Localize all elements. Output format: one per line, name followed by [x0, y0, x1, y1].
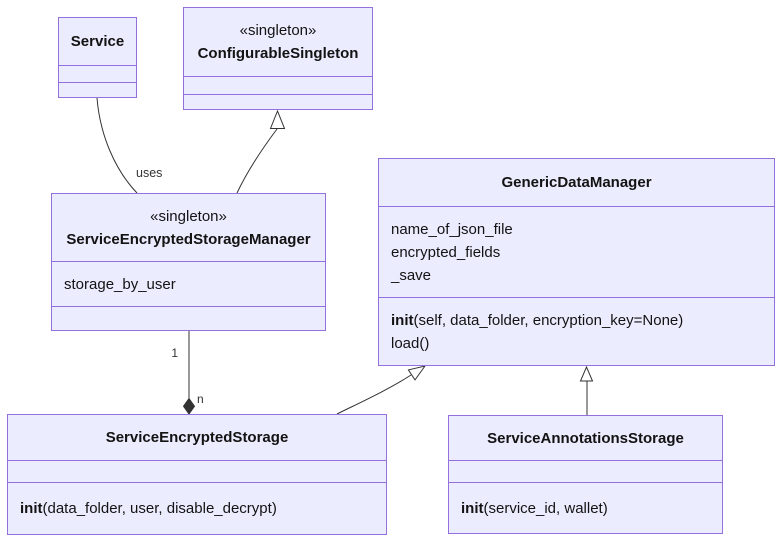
method-signature: load() — [391, 334, 430, 352]
class-service: Service — [58, 17, 137, 98]
class-name: ServiceAnnotationsStorage — [487, 429, 684, 447]
method: load() — [379, 332, 774, 355]
class-stereotype: «singleton» — [150, 207, 227, 225]
generalization-arrowhead-gdm-left — [407, 365, 427, 381]
generalization-edge-manager-to-singleton — [236, 128, 278, 194]
methods-compartment: init(data_folder, user, disable_decrypt) — [8, 482, 386, 534]
class-name: GenericDataManager — [501, 174, 652, 191]
method: init(self, data_folder, encryption_key=N… — [379, 309, 774, 332]
class-configurable-singleton: «singleton» ConfigurableSingleton — [183, 7, 373, 110]
class-service-encrypted-storage: ServiceEncryptedStorage init(data_folder… — [7, 414, 387, 535]
class-generic-data-manager: GenericDataManager name_of_json_file enc… — [378, 158, 775, 366]
class-title: «singleton» ConfigurableSingleton — [184, 8, 372, 76]
class-name: ServiceEncryptedStorageManager — [66, 230, 311, 248]
generalization-arrowhead-singleton — [269, 109, 286, 129]
attributes-compartment — [8, 460, 386, 482]
method-signature: (data_folder, user, disable_decrypt) — [42, 500, 277, 517]
class-name: Service — [70, 33, 125, 50]
method-signature: (service_id, wallet) — [483, 499, 608, 517]
methods-compartment: init(self, data_folder, encryption_key=N… — [379, 297, 774, 365]
attribute: encrypted_fields — [391, 243, 501, 261]
uses-association-edge — [96, 97, 138, 194]
attribute: _save — [391, 266, 432, 284]
class-service-annotations-storage: ServiceAnnotationsStorage init(service_i… — [448, 415, 723, 534]
class-title: ServiceAnnotationsStorage — [449, 416, 722, 460]
multiplicity-n-label: n — [197, 392, 204, 406]
class-title: GenericDataManager — [379, 159, 774, 206]
uses-label: uses — [136, 166, 162, 180]
generalization-edge-encrypted-to-gdm — [336, 374, 412, 415]
attributes-compartment: name_of_json_file encrypted_fields _save — [379, 206, 774, 297]
attribute: name_of_json_file — [391, 220, 513, 238]
attributes-compartment: storage_by_user — [52, 261, 325, 306]
class-stereotype: «singleton» — [239, 22, 317, 39]
class-title: Service — [59, 18, 136, 65]
multiplicity-1-label: 1 — [171, 346, 178, 360]
methods-compartment — [59, 82, 136, 97]
methods-compartment: init(service_id, wallet) — [449, 482, 722, 533]
class-service-encrypted-storage-manager: «singleton» ServiceEncryptedStorageManag… — [51, 193, 326, 331]
method-name: init — [391, 311, 414, 329]
methods-compartment — [52, 306, 325, 330]
method: init(service_id, wallet) — [449, 497, 722, 520]
method-signature: (self, data_folder, encryption_key=None) — [413, 311, 684, 329]
class-title: «singleton» ServiceEncryptedStorageManag… — [52, 194, 325, 261]
method-name: init — [461, 499, 484, 517]
class-name: ConfigurableSingleton — [197, 45, 359, 62]
composition-diamond — [182, 397, 196, 415]
class-title: ServiceEncryptedStorage — [8, 415, 386, 460]
attribute: storage_by_user — [64, 275, 176, 293]
method: init(data_folder, user, disable_decrypt) — [8, 497, 386, 520]
method-name: init — [20, 500, 43, 517]
class-name: ServiceEncryptedStorage — [105, 429, 289, 446]
generalization-arrowhead-gdm-right — [579, 365, 594, 382]
attributes-compartment — [59, 65, 136, 82]
methods-compartment — [184, 94, 372, 109]
attributes-compartment — [184, 76, 372, 94]
attributes-compartment — [449, 460, 722, 482]
